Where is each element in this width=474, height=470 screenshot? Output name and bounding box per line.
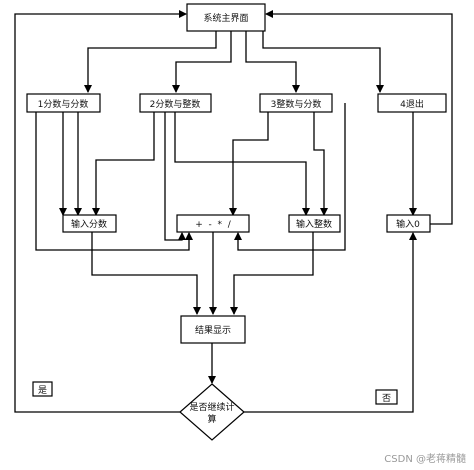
edge-label-no-text: 否 <box>382 393 391 404</box>
edge-input-int-to-result <box>230 232 314 315</box>
node-main-menu-label: 系统主界面 <box>203 12 248 24</box>
node-input-zero-label: 输入0 <box>396 218 420 230</box>
node-input-int: 输入整数 <box>288 214 341 233</box>
node-operators: + - * / <box>176 214 250 233</box>
node-input-frac-label: 输入分数 <box>71 218 107 230</box>
edge-frac-int-to-input-int <box>174 112 310 216</box>
edge-frac-int-to-input-frac <box>92 112 155 216</box>
watermark: CSDN @老蒋精髓 <box>384 452 466 465</box>
node-exit: 4退出 <box>377 93 447 113</box>
node-frac-frac: 1分数与分数 <box>26 93 101 113</box>
node-decision-label-line2: 算 <box>207 413 216 425</box>
node-frac-int-label: 2分数与整数 <box>150 98 201 110</box>
edge-label-no: 否 <box>375 389 398 405</box>
node-input-frac: 输入分数 <box>62 214 117 233</box>
node-decision: 是否继续计 算 <box>179 383 245 441</box>
edge-frac-frac-to-operators <box>35 112 193 251</box>
edge-main-to-exit <box>262 31 384 93</box>
edge-int-frac-to-input-int <box>313 112 328 216</box>
edge-main-to-frac-int <box>172 31 232 93</box>
edge-input-frac-to-result <box>91 232 201 315</box>
edge-int-frac-to-operators-right <box>234 103 346 251</box>
node-int-frac-label: 3整数与分数 <box>271 98 322 110</box>
node-frac-int: 2分数与整数 <box>139 93 212 113</box>
edge-int-frac-to-operators <box>229 112 269 216</box>
edge-decision-no-to-input-zero <box>244 232 417 413</box>
node-int-frac: 3整数与分数 <box>259 93 333 113</box>
connectors <box>14 10 453 413</box>
node-result-label: 结果显示 <box>195 324 231 336</box>
edge-label-yes-text: 是 <box>38 385 47 396</box>
edge-label-yes: 是 <box>32 381 53 397</box>
edge-main-to-left-bus <box>84 31 217 93</box>
edge-decision-yes-to-main <box>14 10 187 413</box>
edge-input-zero-to-main <box>265 10 453 225</box>
node-main-menu: 系统主界面 <box>186 3 266 32</box>
node-input-int-label: 输入整数 <box>296 218 332 230</box>
node-frac-frac-label: 1分数与分数 <box>38 98 89 110</box>
node-input-zero: 输入0 <box>386 214 431 233</box>
node-decision-label-line1: 是否继续计 <box>189 401 234 413</box>
edge-frac-int-to-operators <box>164 112 186 241</box>
node-result: 结果显示 <box>180 315 246 344</box>
node-exit-label: 4退出 <box>400 98 424 110</box>
node-operators-label: + - * / <box>195 220 231 230</box>
edge-main-to-int-frac <box>245 31 300 93</box>
